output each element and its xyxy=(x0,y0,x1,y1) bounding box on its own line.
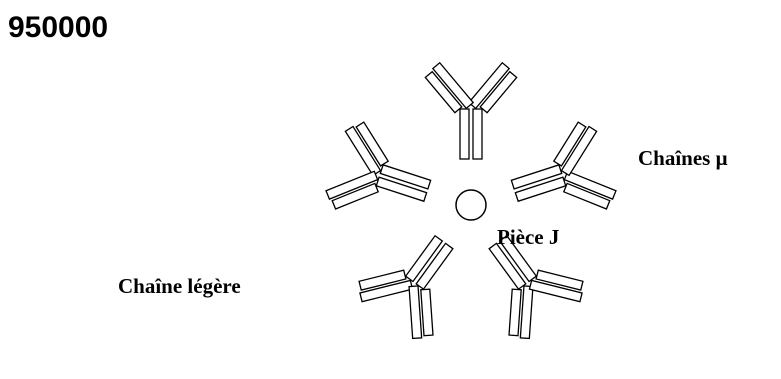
fab-arm xyxy=(326,171,382,209)
heavy-chain-fab xyxy=(409,286,422,339)
heavy-chain-fab xyxy=(520,286,533,339)
fab-arm xyxy=(424,63,473,116)
igm-monomer-5 xyxy=(321,116,442,235)
igm-monomer-1 xyxy=(424,63,518,159)
light-chain xyxy=(509,289,521,336)
heavy-chains-label: Chaînes μ xyxy=(638,146,728,170)
fab-arm xyxy=(509,285,533,338)
fab-arm xyxy=(357,269,412,301)
fab-arm xyxy=(469,63,518,116)
fab-arm xyxy=(409,285,433,338)
igm-monomer-4 xyxy=(349,215,482,348)
j-piece-circle xyxy=(456,190,486,220)
fab-arm xyxy=(529,269,584,301)
light-chain-label: Chaîne légère xyxy=(118,274,241,298)
j-piece-label: Pièce J xyxy=(497,225,559,249)
molecular-weight-title: 950000 xyxy=(8,11,108,44)
fab-arm xyxy=(560,171,616,209)
heavy-chain-fc xyxy=(473,109,482,159)
light-chain xyxy=(421,289,433,336)
igm-monomer-2 xyxy=(500,116,621,235)
heavy-chain-fc xyxy=(460,109,469,159)
